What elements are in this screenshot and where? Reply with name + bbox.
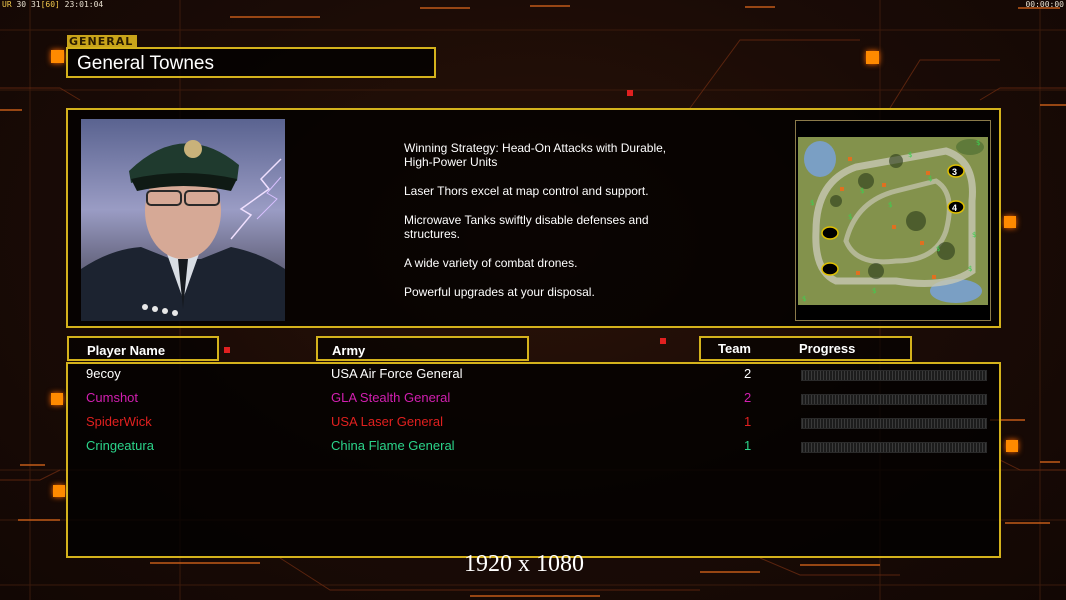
resolution-label: 1920 x 1080 — [464, 551, 584, 577]
map-preview-image: 3 4 $ $ $ $ $ $ $ $ $ $ $ $ — [796, 121, 990, 320]
player-name-header: Player Name — [87, 343, 166, 358]
svg-text:$: $ — [888, 201, 892, 209]
player-army: GLA Stealth General — [331, 390, 451, 405]
general-portrait — [81, 119, 285, 321]
general-info-panel: Winning Strategy: Head-On Attacks with D… — [66, 108, 1001, 328]
strategy-line: A wide variety of combat drones. — [404, 256, 578, 270]
strategy-line: Powerful upgrades at your disposal. — [404, 285, 595, 299]
player-team: 1 — [744, 438, 752, 453]
player-row: Cumshot GLA Stealth General 2 — [68, 390, 1003, 410]
orange-square-deco — [51, 50, 64, 63]
player-army: USA Laser General — [331, 414, 444, 429]
progress-header: Progress — [799, 341, 856, 356]
army-header: Army — [332, 343, 366, 358]
strategy-line: Laser Thors excel at map control and sup… — [404, 184, 649, 198]
player-name: Cringeatura — [86, 438, 154, 453]
debug-value-a: 30 — [16, 0, 27, 9]
debug-value-b: 31 — [30, 0, 41, 9]
svg-text:$: $ — [968, 265, 972, 273]
player-progress-bar — [801, 394, 987, 405]
strategy-line: Winning Strategy: Head-On Attacks with D… — [404, 141, 667, 169]
orange-square-deco — [866, 51, 879, 64]
player-progress-bar — [801, 418, 987, 429]
orange-square-deco — [1006, 440, 1018, 452]
svg-text:$: $ — [908, 151, 912, 159]
player-name-header-box: Player Name — [67, 336, 219, 361]
player-team: 2 — [744, 366, 752, 381]
player-army: USA Air Force General — [331, 366, 463, 381]
army-header-box: Army — [316, 336, 529, 361]
orange-square-deco — [51, 393, 63, 405]
player-army: China Flame General — [331, 438, 455, 453]
strategy-description: Winning Strategy: Head-On Attacks with D… — [404, 141, 724, 314]
svg-text:$: $ — [976, 139, 980, 147]
debug-timer: 00:00:00 — [1025, 0, 1064, 9]
player-team: 1 — [744, 414, 752, 429]
player-name: Cumshot — [86, 390, 139, 405]
player-row: 9ecoy USA Air Force General 2 — [68, 366, 1003, 386]
svg-text:$: $ — [802, 295, 806, 303]
orange-square-deco — [53, 485, 65, 497]
svg-text:$: $ — [860, 187, 864, 195]
debug-stats: UR 30 31[60] 23:01:04 — [2, 0, 103, 9]
svg-text:$: $ — [928, 175, 932, 183]
red-square-deco — [627, 90, 633, 96]
player-name: 9ecoy — [86, 366, 121, 381]
svg-text:$: $ — [972, 231, 976, 239]
general-name-box: General Townes — [66, 47, 436, 78]
red-square-deco — [660, 338, 666, 344]
svg-text:$: $ — [848, 213, 852, 221]
player-team: 2 — [744, 390, 752, 405]
orange-square-deco — [1004, 216, 1016, 228]
player-progress-bar — [801, 442, 987, 453]
player-row: Cringeatura China Flame General 1 — [68, 438, 1003, 458]
strategy-line: Microwave Tanks swiftly disable defenses… — [404, 213, 649, 241]
svg-text:$: $ — [872, 287, 876, 295]
player-row: SpiderWick USA Laser General 1 — [68, 414, 1003, 434]
player-name: SpiderWick — [86, 414, 152, 429]
red-square-deco — [224, 347, 230, 353]
start-position-4: 4 — [952, 203, 957, 213]
debug-value-c: [60] — [40, 0, 60, 9]
debug-prefix: UR — [2, 0, 12, 9]
team-header: Team — [718, 341, 751, 356]
svg-text:$: $ — [810, 199, 814, 207]
start-position-3: 3 — [952, 167, 957, 177]
debug-clock: 23:01:04 — [64, 0, 104, 9]
map-preview: 3 4 $ $ $ $ $ $ $ $ $ $ $ $ — [795, 120, 991, 321]
general-tag: GENERAL — [67, 35, 137, 48]
general-name: General Townes — [77, 53, 214, 74]
team-progress-header-box: Team Progress — [699, 336, 912, 361]
general-portrait-image — [81, 119, 285, 321]
svg-text:$: $ — [936, 245, 940, 253]
player-progress-bar — [801, 370, 987, 381]
